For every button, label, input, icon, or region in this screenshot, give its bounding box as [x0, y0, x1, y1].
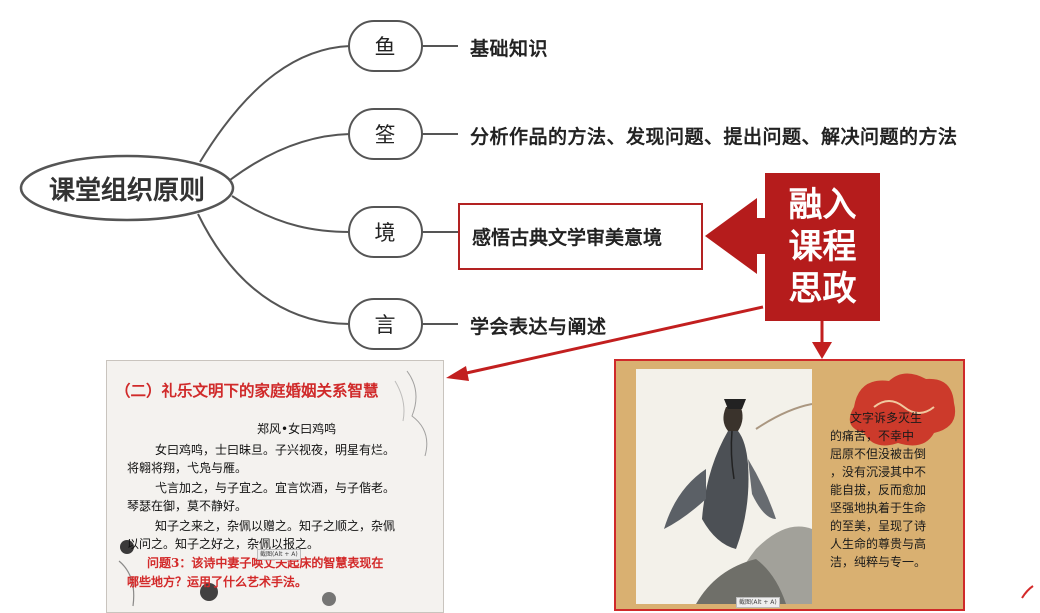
poem-line: 以问之。知子之好之，杂佩以报之。 — [127, 537, 320, 551]
poem-title: 郑风•女曰鸡鸣 — [257, 422, 337, 436]
arrow-to-left-slide — [461, 305, 764, 376]
red-cloud-decor — [849, 373, 956, 446]
branch-line-realm — [231, 195, 351, 233]
poem-slide-heading: （二）礼乐文明下的家庭婚姻关系智慧 — [115, 381, 379, 400]
leaf-trap: 分析作品的方法、发现问题、提出问题、解决问题的方法 — [470, 126, 958, 148]
ink-decor — [118, 370, 428, 607]
poem-line: 琴瑟在御，莫不静好。 — [127, 499, 248, 513]
poem-line: 知子之来之，杂佩以赠之。知子之顺之，杂佩 — [155, 519, 396, 533]
leaf-realm-boxed: 感悟古典文学审美意境 — [458, 203, 703, 270]
poem-question: 哪些地方？运用了什么艺术手法。 — [127, 575, 308, 589]
praise-line: 坚强地执着于生命 — [830, 501, 927, 515]
poem-slide: （二）礼乐文明下的家庭婚姻关系智慧 郑风•女曰鸡鸣 女曰鸡鸣，士曰昧旦。子兴视夜… — [106, 360, 444, 613]
praise-line: 人生命的尊贵与高 — [830, 537, 927, 551]
praise-line: 屈原不但没被击倒 — [830, 447, 927, 461]
branch-line-trap — [229, 133, 351, 181]
callout-line-3: 思政 — [788, 269, 857, 309]
branch-line-fish — [199, 45, 351, 163]
praise-line: 的痛苦，不幸中 — [830, 429, 915, 443]
arrow-head-left-slide — [446, 366, 469, 381]
node-label-speech: 言 — [374, 313, 396, 337]
node-label-trap: 筌 — [374, 123, 396, 147]
callout-line-1: 融入 — [788, 185, 857, 225]
praise-line: 文字诉多灭生 — [850, 411, 923, 425]
leaf-speech: 学会表达与阐述 — [470, 316, 607, 338]
scholar-figure-image — [636, 369, 812, 604]
poem-line: 女曰鸡鸣，士曰昧旦。子兴视夜，明星有烂。 — [155, 443, 396, 457]
praise-line: 能自拔，反而愈加 — [830, 483, 927, 497]
screenshot-tooltip: 截图(Alt + A) — [257, 549, 301, 560]
painting-slide: 文字诉多灭生 的痛苦，不幸中 屈原不但没被击倒 ，没有沉浸其中不 能自拔，反而愈… — [614, 359, 965, 611]
decor-mark — [1021, 585, 1034, 599]
praise-line: 洁，纯粹与专一。 — [830, 555, 927, 569]
node-label-fish: 鱼 — [374, 35, 396, 59]
arrow-head-right-slide — [812, 342, 832, 359]
callout-arrow — [705, 198, 770, 274]
callout-line-2: 课程 — [788, 227, 857, 267]
praise-line: 的至美，呈现了诗 — [830, 519, 927, 533]
poem-line: 弋言加之，与子宜之。宜言饮酒，与子偕老。 — [155, 481, 396, 495]
screenshot-tooltip: 截图(Alt + A) — [736, 597, 780, 608]
poem-question: 问题3：该诗中妻子唤丈夫起床的智慧表现在 — [147, 556, 384, 570]
node-label-realm: 境 — [374, 221, 396, 245]
branch-line-speech — [197, 213, 351, 325]
leaf-fish: 基础知识 — [470, 38, 549, 60]
root-node-label: 课堂组织原则 — [48, 175, 205, 206]
praise-line: ，没有沉浸其中不 — [830, 465, 927, 479]
callout-stamp: 融入 课程 思政 — [765, 173, 880, 321]
poem-line: 将翱将翔，弋凫与雁。 — [127, 461, 248, 475]
root-node-shape — [19, 154, 235, 222]
figure-painting — [636, 369, 812, 604]
